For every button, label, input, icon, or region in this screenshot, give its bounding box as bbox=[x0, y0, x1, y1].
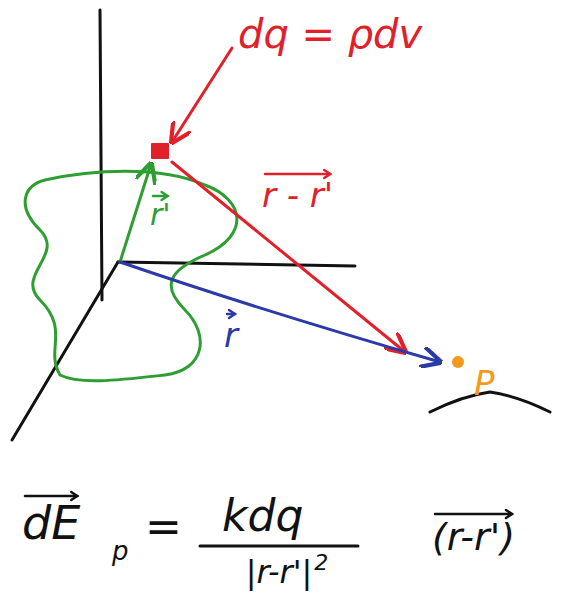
source-vector bbox=[120, 164, 151, 262]
formula-vector: (r-r') bbox=[432, 518, 515, 556]
vector-arrow-head bbox=[71, 492, 77, 500]
charge-label: dq = ρdv bbox=[238, 14, 422, 54]
vector-arrow-head bbox=[162, 192, 168, 200]
formula-sign: = bbox=[145, 505, 182, 549]
vector-label: r - r' bbox=[262, 178, 333, 212]
fraction-bar bbox=[200, 545, 358, 548]
z-axis bbox=[100, 10, 102, 300]
vector-arrow-head bbox=[229, 310, 235, 318]
vector-arrow-head bbox=[506, 510, 512, 518]
vector-arrow-shaft bbox=[265, 173, 330, 176]
formula-exponent: 2 bbox=[314, 552, 328, 574]
field-point bbox=[452, 356, 464, 368]
vector-label: r' bbox=[150, 200, 171, 230]
vector-arrow bbox=[265, 170, 330, 178]
y-axis bbox=[118, 262, 355, 266]
vector-arrow bbox=[25, 492, 77, 500]
vector-arrow bbox=[435, 510, 512, 518]
formula-term: dE bbox=[22, 500, 80, 546]
formula-numerator: kdq bbox=[222, 494, 303, 538]
point-label: P bbox=[474, 366, 495, 400]
vector-arrow-head bbox=[324, 170, 330, 178]
x-axis bbox=[12, 262, 118, 440]
vector-label: r bbox=[224, 318, 238, 352]
leader-line bbox=[172, 48, 232, 142]
vector-arrow-shaft bbox=[435, 513, 512, 516]
separation-vector bbox=[172, 162, 405, 352]
formula-subscript: p bbox=[112, 538, 129, 564]
charge-region bbox=[25, 171, 237, 381]
field-point-vector bbox=[120, 262, 440, 362]
vector-arrow bbox=[153, 192, 168, 200]
vector-arrow bbox=[227, 310, 235, 318]
vector-arrow-shaft bbox=[25, 495, 77, 498]
charge-element bbox=[152, 144, 168, 158]
formula-denominator: |r-r'| bbox=[246, 556, 312, 588]
